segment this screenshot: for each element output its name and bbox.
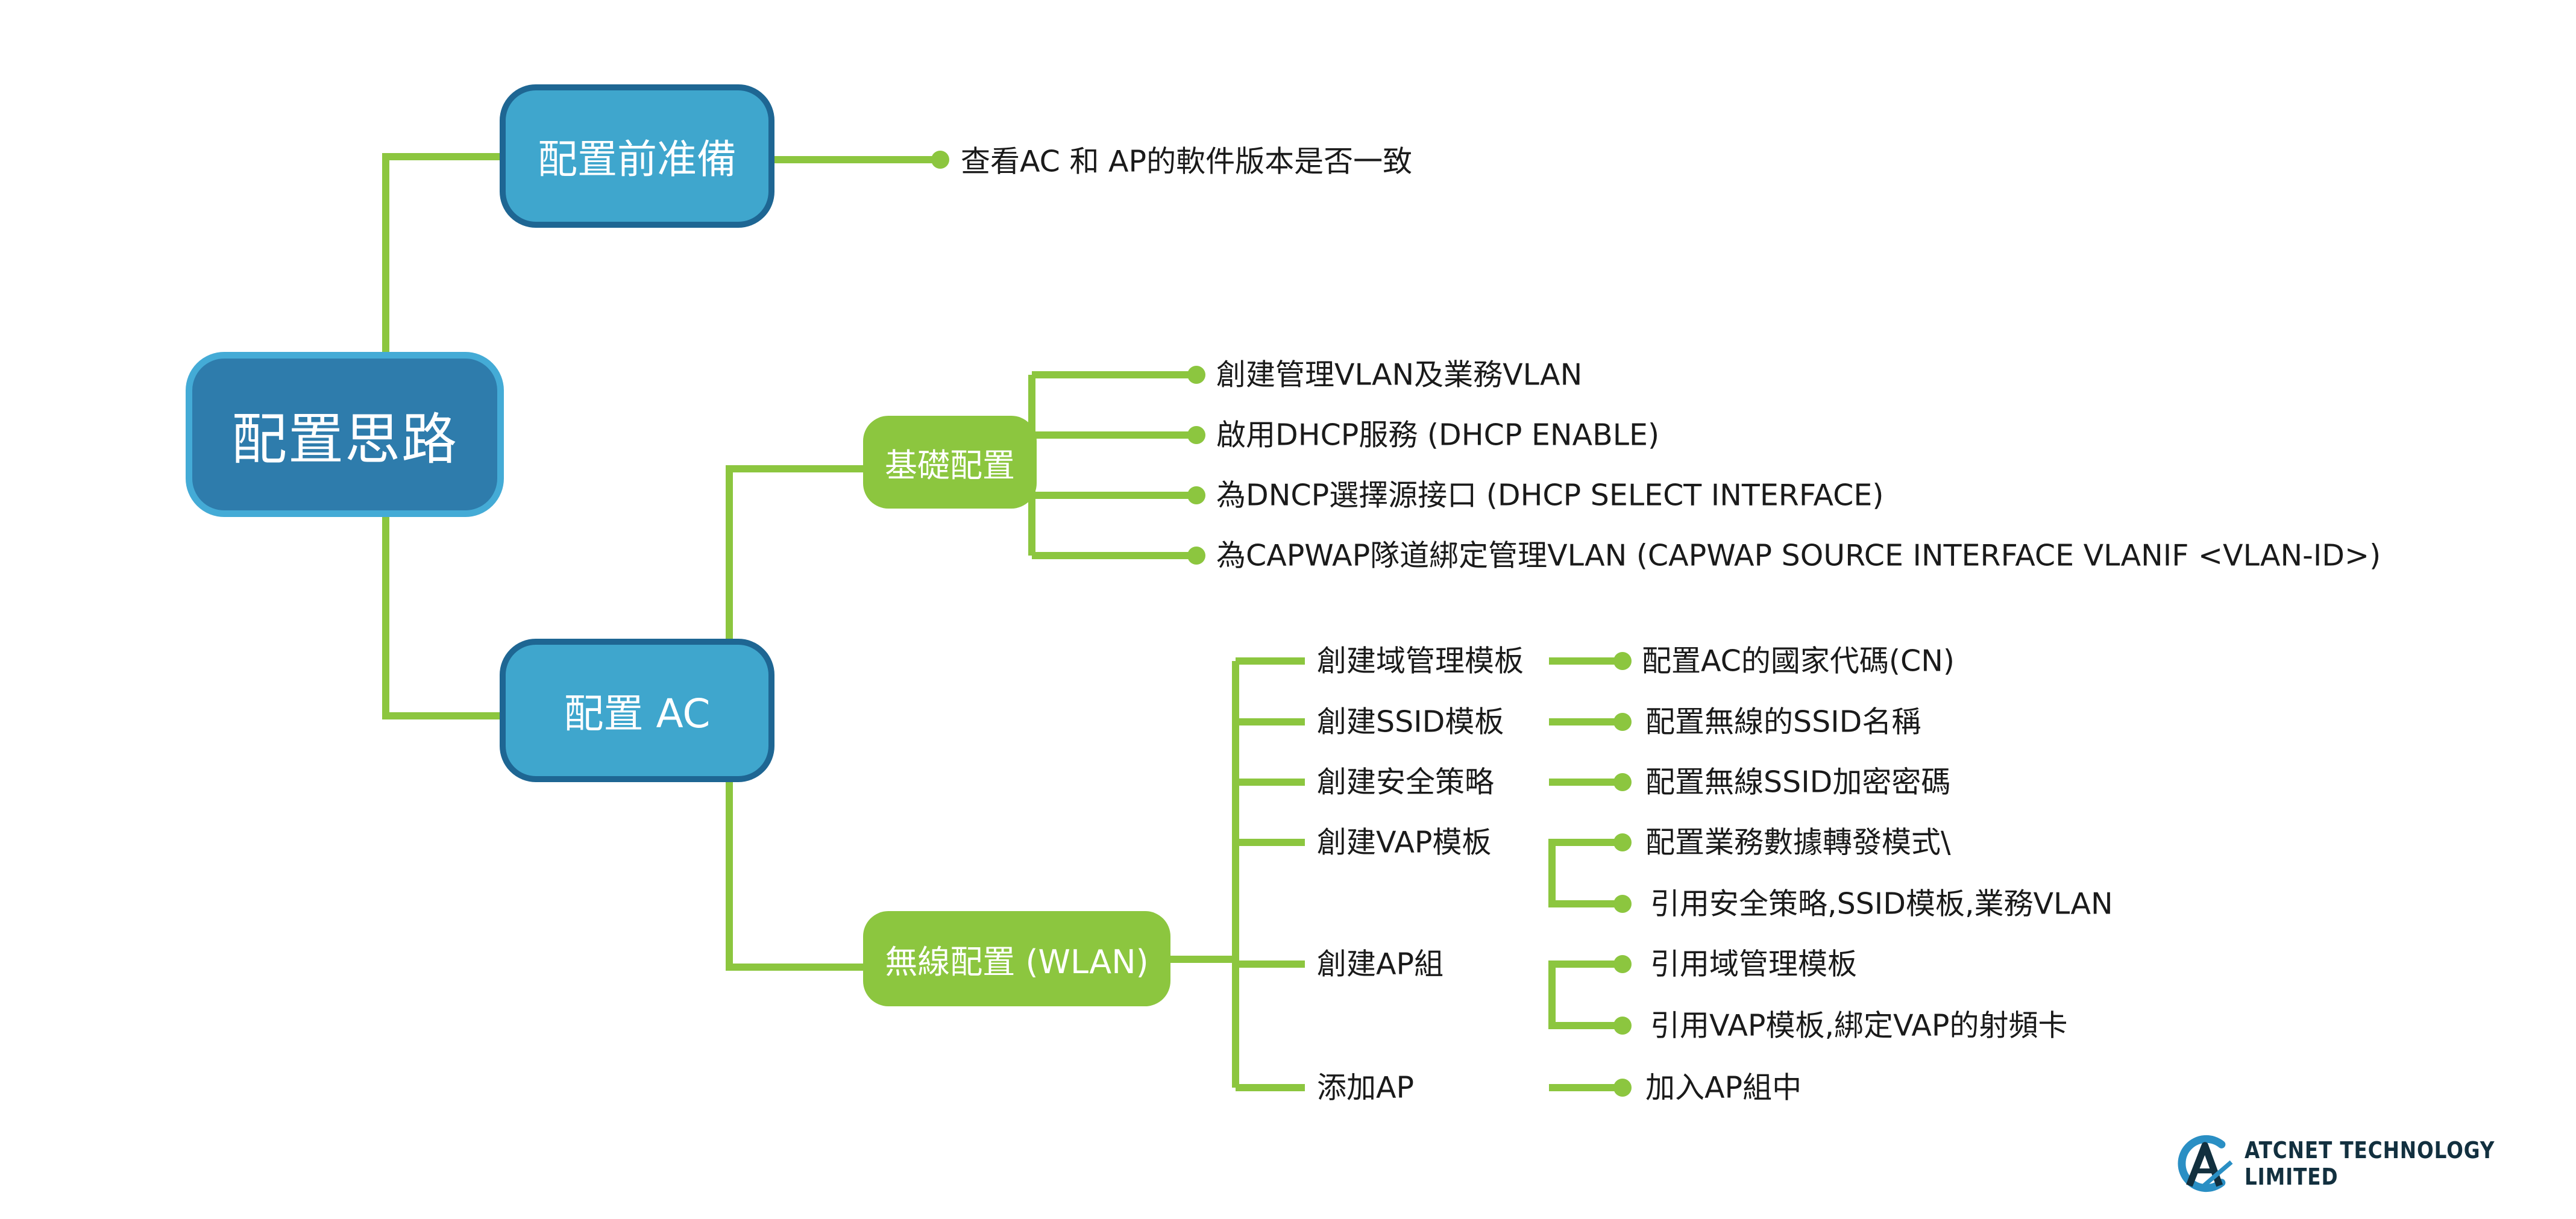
company-logo: ATCNET TECHNOLOGY LIMITED: [2175, 1128, 2576, 1199]
connector-wlan-detail: [1548, 839, 1623, 907]
bullet-dot: [1613, 833, 1632, 851]
basic-config-node: 基礎配置: [863, 416, 1037, 509]
bullet-dot: [1187, 366, 1205, 384]
wlan-detail: 配置AC的國家代碼(CN): [1642, 644, 1955, 678]
ac-node: 配置 AC: [500, 639, 774, 782]
bullet-dot: [1613, 1017, 1632, 1035]
bullet-dot: [1613, 955, 1632, 973]
wlan-step: 創建安全策略: [1317, 765, 1495, 800]
bullet-dot: [931, 151, 949, 169]
wlan-step: 創建SSID模板: [1317, 704, 1504, 739]
prep-node: 配置前准備: [500, 84, 774, 228]
bullet-dot: [1187, 486, 1205, 504]
wlan-detail: 配置無線SSID加密密碼: [1645, 765, 1951, 800]
connector-wlan-detail: [1548, 960, 1623, 1029]
wlan-detail: 引用安全策略,SSID模板,業務VLAN: [1650, 886, 2113, 921]
basic-item: 創建管理VLAN及業務VLAN: [1216, 357, 1583, 392]
bullet-dot: [1613, 652, 1632, 670]
wlan-detail: 引用VAP模板,綁定VAP的射頻卡: [1650, 1008, 2068, 1043]
wlan-detail: 加入AP組中: [1645, 1070, 1802, 1105]
wlan-detail: 配置無線的SSID名稱: [1645, 704, 1921, 739]
connector-root-prep: [382, 153, 501, 356]
wlan-step: 創建AP組: [1317, 947, 1444, 982]
bullet-dot: [1613, 773, 1632, 791]
connector-ac-wlan: [726, 781, 867, 971]
connector-root-ac: [382, 513, 501, 719]
basic-item: 啟用DHCP服務 (DHCP ENABLE): [1216, 418, 1660, 453]
connector-ac-basic: [726, 465, 867, 639]
company-name: ATCNET TECHNOLOGY LIMITED: [2244, 1137, 2495, 1190]
prep-item: 查看AC 和 AP的軟件版本是否一致: [961, 144, 1413, 179]
wlan-config-node: 無線配置 (WLAN): [863, 911, 1170, 1006]
bullet-dot: [1613, 1079, 1632, 1097]
bullet-dot: [1187, 547, 1205, 565]
wlan-detail: 配置業務數據轉發模式\: [1645, 825, 1951, 860]
wlan-step: 添加AP: [1317, 1070, 1415, 1105]
wlan-step: 創建域管理模板: [1317, 644, 1524, 678]
basic-item: 為CAPWAP隊道綁定管理VLAN (CAPWAP SOURCE INTERFA…: [1216, 538, 2381, 573]
root-node: 配置思路: [186, 352, 504, 517]
wlan-detail: 引用域管理模板: [1650, 947, 1858, 982]
bullet-dot: [1613, 895, 1632, 913]
atcnet-logo-icon: [2178, 1135, 2233, 1192]
bullet-dot: [1613, 713, 1632, 731]
basic-item: 為DNCP選擇源接口 (DHCP SELECT INTERFACE): [1216, 478, 1884, 513]
wlan-step: 創建VAP模板: [1317, 825, 1492, 860]
bullet-dot: [1187, 426, 1205, 444]
